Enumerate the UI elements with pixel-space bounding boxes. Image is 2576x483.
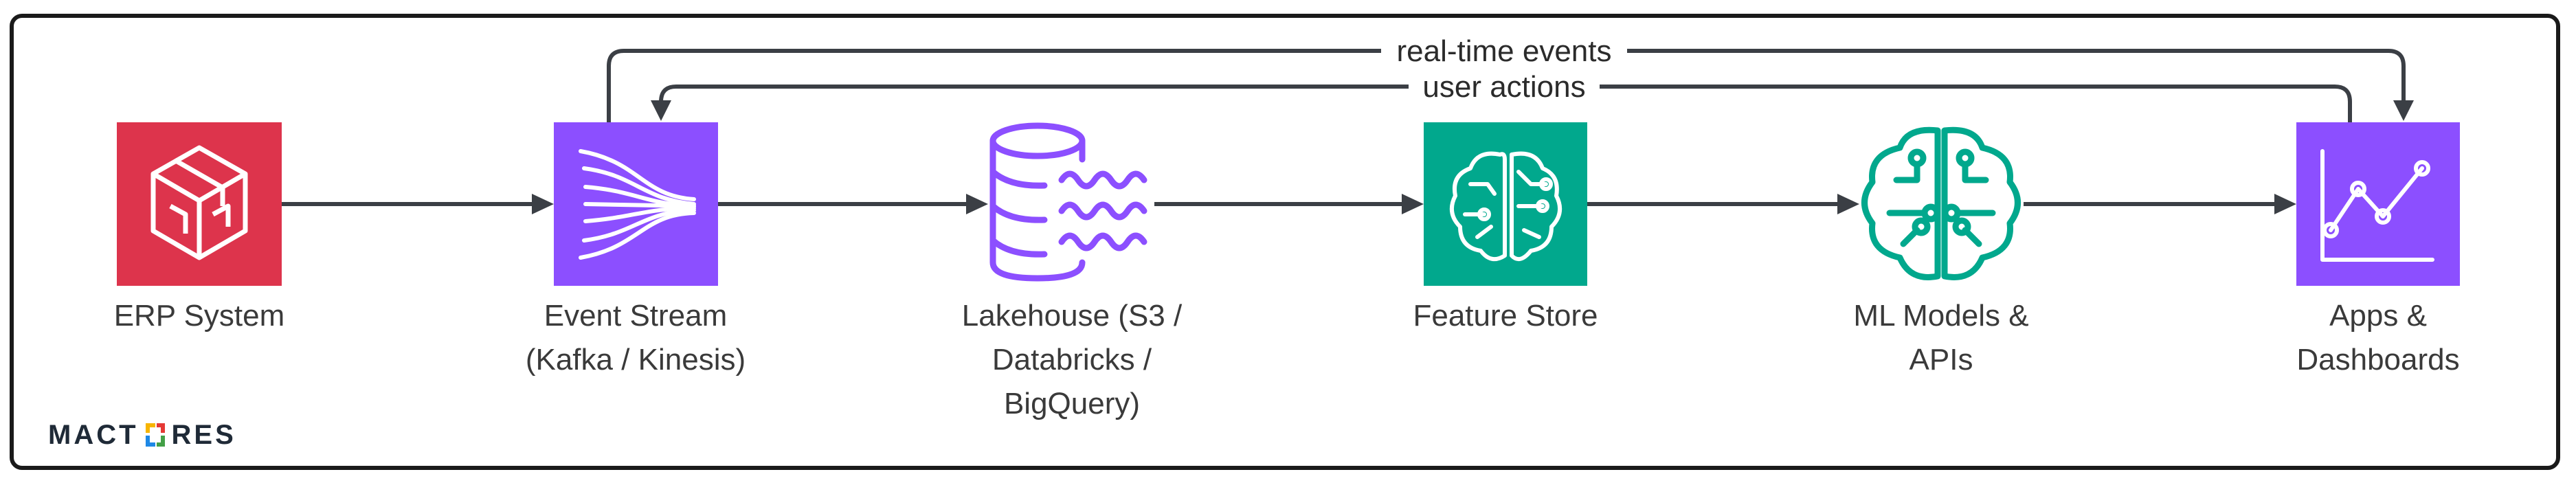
mactores-logo: MACT RES xyxy=(48,418,236,452)
node-label-event-stream: Event Stream(Kafka / Kinesis) xyxy=(525,299,746,377)
node-label-feature-store: Feature Store xyxy=(1413,299,1598,333)
chart-icon xyxy=(2320,149,2434,262)
edge-label-real-time-events: real-time events xyxy=(1381,34,1627,68)
edge-erp-stream xyxy=(282,194,554,214)
svg-text:user actions: user actions xyxy=(1422,70,1585,104)
stream-icon xyxy=(579,149,696,260)
svg-text:real-time events: real-time events xyxy=(1396,34,1611,68)
node-event-stream xyxy=(554,122,718,286)
edge-feature-ml xyxy=(1587,194,1859,214)
edge-label-user-actions: user actions xyxy=(1409,70,1600,104)
brain-circuit-icon xyxy=(1449,151,1563,262)
cube-icon xyxy=(150,145,248,260)
edge-stream-lake xyxy=(718,194,988,214)
node-label-lakehouse: Lakehouse (S3 /Databricks /BigQuery) xyxy=(961,299,1183,420)
brain-icon xyxy=(1861,126,2021,280)
logo-text-right: RES xyxy=(171,419,236,450)
node-apps-dashboards xyxy=(2296,122,2460,286)
node-label-apps-dashboards: Apps &Dashboards xyxy=(2296,299,2460,377)
node-label-erp-system: ERP System xyxy=(113,299,285,333)
edge-lake-feature xyxy=(1154,194,1424,214)
logo-o-icon xyxy=(142,419,169,451)
diagram-frame xyxy=(10,14,2560,470)
node-ml-models xyxy=(1861,126,2021,280)
database-icon xyxy=(989,122,1147,282)
node-feature-store xyxy=(1424,122,1587,286)
node-erp-system xyxy=(117,122,282,286)
logo-text-left: MACT xyxy=(48,419,139,450)
node-label-ml-models: ML Models &APIs xyxy=(1853,299,2029,377)
node-lakehouse xyxy=(989,122,1147,282)
edge-ml-apps xyxy=(2024,194,2296,214)
